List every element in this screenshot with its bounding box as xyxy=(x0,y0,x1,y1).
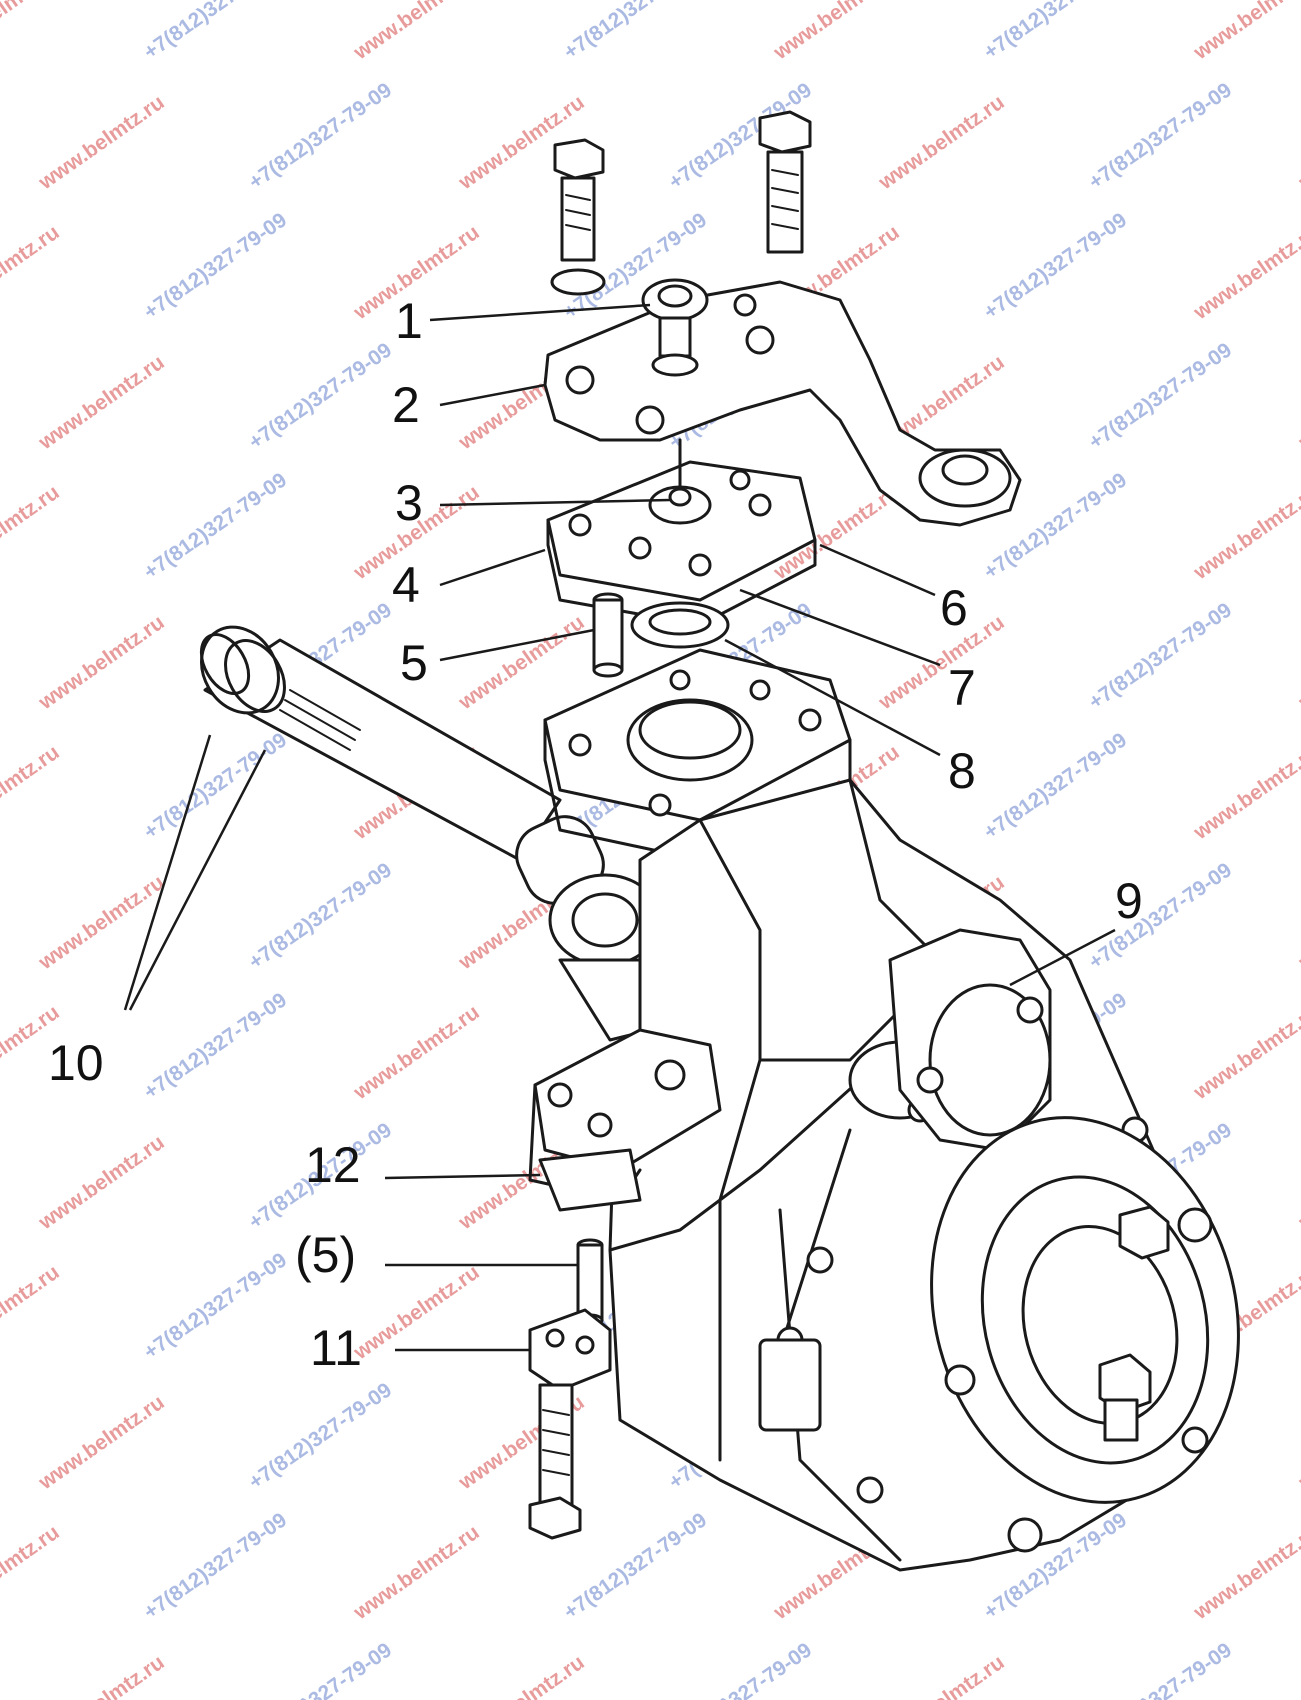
watermark-phone: +7(812)327-79-09 xyxy=(245,78,396,194)
watermark-site: www.belmtz.ru xyxy=(1189,221,1301,325)
watermark-phone: +7(812)327-79-09 xyxy=(665,1638,816,1700)
watermark-site: www.belmtz.ru xyxy=(874,91,1009,195)
seal-rings xyxy=(630,601,730,649)
callout-11: 11 xyxy=(310,1320,362,1376)
watermark-phone: +7(812)327-79-09 xyxy=(245,858,396,974)
callout-10: 10 xyxy=(48,1035,104,1091)
watermark-site: www.belmtz.ru xyxy=(1189,481,1301,585)
watermark-phone: +7(812)327-79-09 xyxy=(140,208,291,324)
watermark-site: www.belmtz.ru xyxy=(349,0,484,65)
watermark-phone: +7(812)327-79-09 xyxy=(560,0,711,64)
watermark-phone: +7(812)327-79-09 xyxy=(1085,78,1236,194)
watermark-site: www.belmtz.ru xyxy=(1189,741,1301,845)
watermark-phone: +7(812)327-79-09 xyxy=(1085,1638,1236,1700)
callout-2: 2 xyxy=(392,377,420,433)
lower-plate xyxy=(528,1308,612,1392)
watermark-phone: +7(812)327-79-09 xyxy=(140,0,291,64)
watermark-site: www.belmtz.ru xyxy=(0,481,64,585)
watermark-site: www.belmtz.ru xyxy=(1189,1001,1301,1105)
watermark-site: www.belmtz.ru xyxy=(1294,1391,1301,1495)
watermark-phone: +7(812)327-79-09 xyxy=(140,1248,291,1364)
watermark-phone: +7(812)327-79-09 xyxy=(245,1638,396,1700)
watermark-phone: +7(812)327-79-09 xyxy=(980,0,1131,64)
watermark-site: www.belmtz.ru xyxy=(0,1521,64,1625)
watermark-phone: +7(812)327-79-09 xyxy=(140,468,291,584)
top-right-bolt xyxy=(758,110,812,254)
leader-lines xyxy=(123,303,1116,1352)
cover-plate xyxy=(546,438,817,627)
lower-housing-flange xyxy=(528,1028,722,1212)
watermark-phone: +7(812)327-79-09 xyxy=(140,988,291,1104)
watermark-phone: +7(812)327-79-09 xyxy=(245,338,396,454)
watermark-site: www.belmtz.ru xyxy=(34,1391,169,1495)
dowel-pin xyxy=(592,592,624,678)
watermark-phone: +7(812)327-79-09 xyxy=(980,208,1131,324)
watermark-site: www.belmtz.ru xyxy=(1294,351,1301,455)
watermark-phone: +7(812)327-79-09 xyxy=(1085,338,1236,454)
watermark-phone: +7(812)327-79-09 xyxy=(980,728,1131,844)
upper-housing-flange xyxy=(543,648,852,862)
watermark-site: www.belmtz.ru xyxy=(34,91,169,195)
watermark-site: www.belmtz.ru xyxy=(34,351,169,455)
watermark-site: www.belmtz.ru xyxy=(0,741,64,845)
motor-front-flange xyxy=(930,1116,1240,1553)
callout-12: 12 xyxy=(305,1137,361,1193)
watermark-site: www.belmtz.ru xyxy=(1294,1131,1301,1235)
watermark-phone: +7(812)327-79-09 xyxy=(140,728,291,844)
watermark-site: www.belmtz.ru xyxy=(454,1651,589,1700)
callout-1: 1 xyxy=(395,293,423,349)
watermark-site: www.belmtz.ru xyxy=(0,1261,64,1365)
watermark-site: www.belmtz.ru xyxy=(34,1651,169,1700)
watermark-site: www.belmtz.ru xyxy=(454,611,589,715)
watermark-site: www.belmtz.ru xyxy=(1294,871,1301,975)
watermark-site: www.belmtz.ru xyxy=(1189,1521,1301,1625)
watermark-site: www.belmtz.ru xyxy=(1189,0,1301,65)
callout-3: 3 xyxy=(395,475,423,531)
watermark-site: www.belmtz.ru xyxy=(34,1131,169,1235)
callout-7: 7 xyxy=(948,660,976,716)
watermark-site: www.belmtz.ru xyxy=(349,1001,484,1105)
watermark-phone: +7(812)327-79-09 xyxy=(245,1378,396,1494)
watermark-site: www.belmtz.ru xyxy=(0,0,64,65)
watermark-site: www.belmtz.ru xyxy=(1294,1651,1301,1700)
watermark-phone: +7(812)327-79-09 xyxy=(140,1508,291,1624)
watermark-site: www.belmtz.ru xyxy=(34,611,169,715)
callout-5: 5 xyxy=(400,635,428,691)
bottom-bolt xyxy=(528,1383,582,1540)
watermark-site: www.belmtz.ru xyxy=(1294,91,1301,195)
watermark-site: www.belmtz.ru xyxy=(34,871,169,975)
callout-8: 8 xyxy=(948,743,976,799)
callout-6: 6 xyxy=(940,580,968,636)
watermark-phone: +7(812)327-79-09 xyxy=(1085,598,1236,714)
callout-4: 4 xyxy=(392,557,420,613)
callout-9: 9 xyxy=(1115,873,1143,929)
watermark-site: www.belmtz.ru xyxy=(874,1651,1009,1700)
watermark-site: www.belmtz.ru xyxy=(769,0,904,65)
callout-labels: 1 2 3 4 5 6 7 8 9 10 12 (5) 11 xyxy=(48,293,1143,1376)
top-left-bolt xyxy=(550,138,606,296)
watermark-site: www.belmtz.ru xyxy=(349,1521,484,1625)
pivot-pin-head xyxy=(641,278,709,377)
watermark-site: www.belmtz.ru xyxy=(0,221,64,325)
watermark-phone: +7(812)327-79-09 xyxy=(1085,858,1236,974)
watermark-site: www.belmtz.ru xyxy=(1294,611,1301,715)
callout-5-repeat: (5) xyxy=(295,1227,356,1283)
watermark-phone: +7(812)327-79-09 xyxy=(560,1508,711,1624)
